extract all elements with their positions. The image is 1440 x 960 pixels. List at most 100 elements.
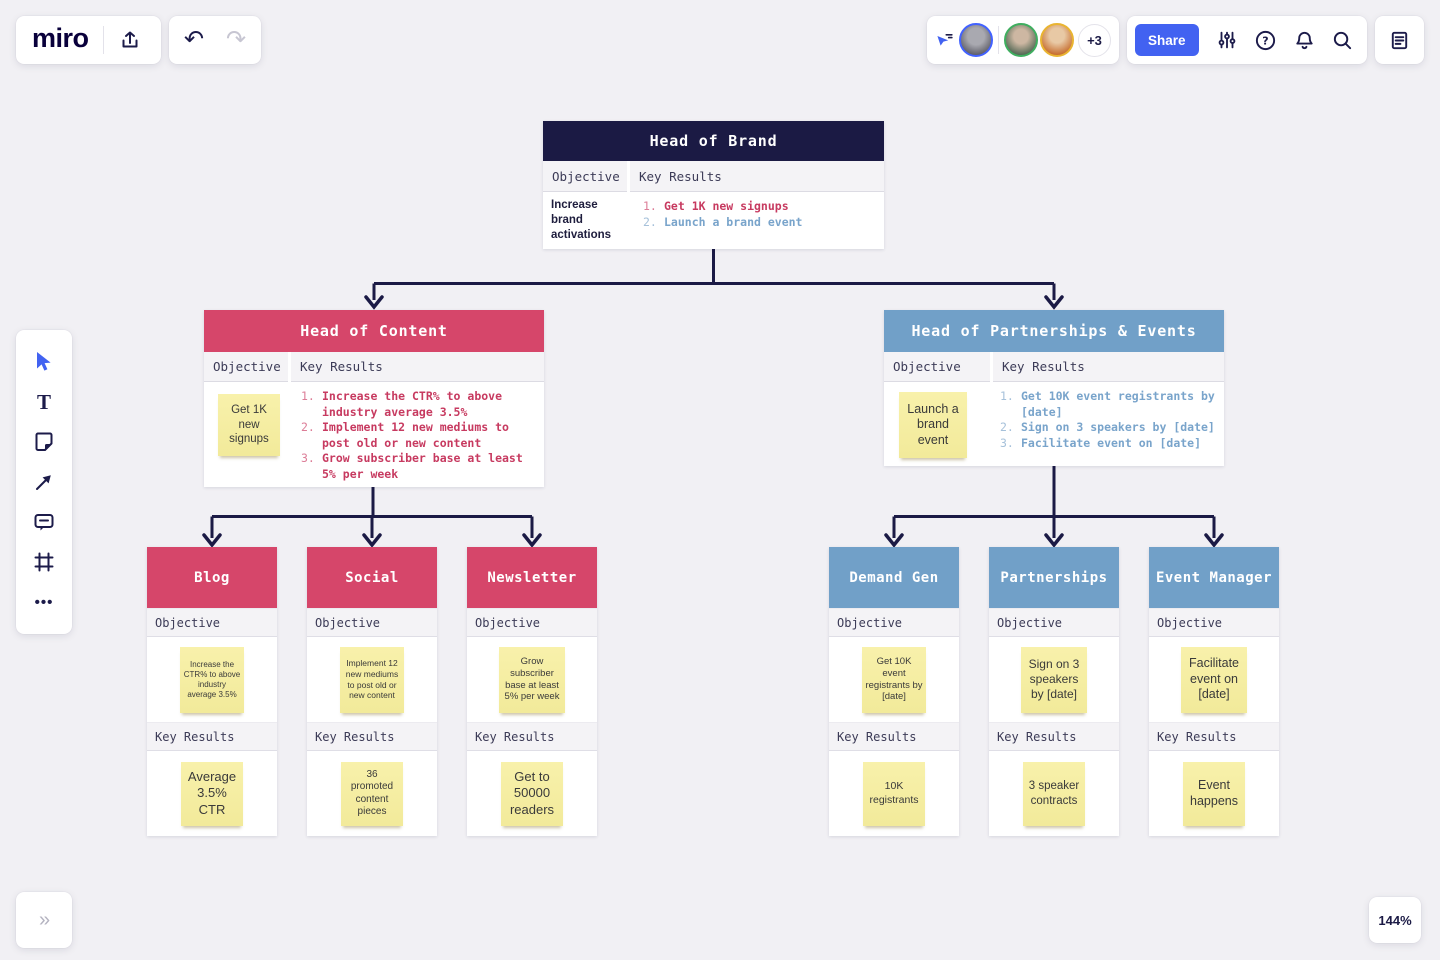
arrow-tool-button[interactable] <box>24 462 64 502</box>
sticky-note[interactable]: Get 10K event registrants by [date] <box>862 646 926 713</box>
card-demand-gen[interactable]: Demand Gen Objective Get 10K event regis… <box>829 547 959 836</box>
expand-sidebar-button[interactable]: » <box>16 892 72 948</box>
bell-icon <box>1295 31 1313 49</box>
comment-tool-button[interactable] <box>24 502 64 542</box>
key-result-item: 2. Sign on 3 speakers by [date] <box>1000 420 1215 434</box>
table-title: Head of Brand <box>649 132 778 150</box>
sticky-note[interactable]: 3 speaker contracts <box>1023 761 1085 826</box>
key-result-item: 2. Implement 12 new mediums to post old … <box>301 420 509 450</box>
upload-icon <box>122 31 138 48</box>
card-title: Event Manager <box>1149 547 1279 608</box>
notes-panel <box>1375 16 1424 64</box>
key-results-label: Key Results <box>147 722 277 751</box>
avatar[interactable] <box>959 23 994 57</box>
ellipsis-icon: ••• <box>34 593 54 611</box>
card-newsletter[interactable]: Newsletter Objective Grow subscriber bas… <box>467 547 597 836</box>
miro-logo[interactable]: miro <box>32 23 89 53</box>
key-results-column-header: Key Results <box>993 352 1224 382</box>
comment-icon <box>34 514 54 531</box>
help-button[interactable]: ? <box>1247 20 1284 60</box>
share-button[interactable]: Share <box>1135 24 1199 56</box>
sticky-note[interactable]: Implement 12 new mediums to post old or … <box>340 646 404 713</box>
divider <box>102 26 104 54</box>
sticky-note[interactable]: Facilitate event on [date] <box>1181 646 1247 713</box>
sticky-note[interactable]: Sign on 3 speakers by [date] <box>1021 646 1087 713</box>
frame-icon <box>34 552 54 572</box>
table-header: Head of Partnerships & Events <box>884 310 1224 352</box>
key-result-item: 1. Get 1K new signups <box>643 199 789 213</box>
objective-label: Objective <box>467 608 597 637</box>
sticky-note[interactable]: 36 promoted content pieces <box>341 761 403 826</box>
objective-label: Objective <box>829 608 959 637</box>
sticky-note[interactable]: Increase the CTR% to above industry aver… <box>180 646 244 713</box>
card-event-manager[interactable]: Event Manager Objective Facilitate event… <box>1149 547 1279 836</box>
sticky-note[interactable]: 10K registrants <box>863 761 925 826</box>
sticky-note[interactable]: Event happens <box>1183 761 1245 826</box>
objective-text: Increase brand activations <box>551 199 612 241</box>
table-header: Head of Brand <box>543 121 884 161</box>
card-title: Demand Gen <box>829 547 959 608</box>
key-result-item: 2. Launch a brand event <box>643 214 803 229</box>
objective-label: Objective <box>989 608 1119 637</box>
key-result-item: 1. Increase the CTR% to above industry a… <box>301 389 503 419</box>
text-tool-button[interactable]: T <box>24 382 64 422</box>
sticky-note[interactable]: Get to 50000 readers <box>501 761 563 826</box>
collaborators-panel: +3 <box>927 16 1119 64</box>
objective-column-header: Objective <box>543 161 627 192</box>
card-partnerships[interactable]: Partnerships Objective Sign on 3 speaker… <box>989 547 1119 836</box>
objective-column-header: Objective <box>204 352 288 382</box>
card-social[interactable]: Social Objective Implement 12 new medium… <box>307 547 437 836</box>
search-icon <box>1334 31 1352 49</box>
creation-toolbar: T ••• <box>16 330 72 634</box>
board-settings-button[interactable] <box>1209 20 1246 60</box>
card-title: Blog <box>147 547 277 608</box>
sticky-note-tool-button[interactable] <box>24 422 64 462</box>
more-tools-button[interactable]: ••• <box>24 582 64 622</box>
undo-button[interactable]: ↶ <box>174 20 214 60</box>
document-icon <box>1391 31 1408 49</box>
sticky-note[interactable]: Grow subscriber base at least 5% per wee… <box>499 646 565 713</box>
arrow-icon <box>36 475 51 490</box>
help-icon: ? <box>1255 30 1276 50</box>
key-results-label: Key Results <box>829 722 959 751</box>
card-title: Newsletter <box>467 547 597 608</box>
select-tool-button[interactable] <box>24 342 64 382</box>
export-button[interactable] <box>110 20 150 60</box>
sticky-note[interactable]: Average 3.5% CTR <box>181 761 243 826</box>
table-head-of-content[interactable]: Head of Content Objective Key Results Ge… <box>204 310 544 487</box>
history-panel: ↶ ↷ <box>169 16 261 64</box>
sticky-note[interactable]: Launch a brand event <box>899 392 967 458</box>
zoom-level-button[interactable]: 144% <box>1369 897 1421 943</box>
sticky-note[interactable]: Get 1K new signups <box>218 394 280 456</box>
table-head-of-brand[interactable]: Head of Brand Objective Key Results Incr… <box>543 121 884 249</box>
svg-text:?: ? <box>1262 34 1268 47</box>
share-panel: Share ? <box>1127 16 1367 64</box>
frame-tool-button[interactable] <box>24 542 64 582</box>
objective-column-header: Objective <box>884 352 990 382</box>
objective-label: Objective <box>307 608 437 637</box>
collaborators-overflow-badge[interactable]: +3 <box>1078 23 1111 57</box>
redo-icon: ↷ <box>225 26 247 53</box>
redo-button[interactable]: ↷ <box>216 20 256 60</box>
notifications-button[interactable] <box>1286 20 1323 60</box>
table-title: Head of Content <box>300 322 448 340</box>
search-button[interactable] <box>1324 20 1361 60</box>
sticky-note-icon <box>35 432 53 451</box>
key-results-label: Key Results <box>467 722 597 751</box>
follow-cursor-icon[interactable] <box>935 27 954 53</box>
table-head-of-partnerships-events[interactable]: Head of Partnerships & Events Objective … <box>884 310 1224 466</box>
column-header-row: Objective Key Results <box>543 161 884 192</box>
objective-label: Objective <box>147 608 277 637</box>
column-header-row: Objective Key Results <box>884 352 1224 382</box>
key-result-item: 3. Facilitate event on [date] <box>1000 435 1202 450</box>
avatar[interactable] <box>1040 23 1074 57</box>
board-notes-button[interactable] <box>1380 20 1420 60</box>
undo-icon: ↶ <box>183 26 205 53</box>
key-result-item: 3. Grow subscriber base at least 5% per … <box>301 451 523 481</box>
cursor-icon <box>37 352 51 371</box>
avatar[interactable] <box>1004 23 1038 57</box>
double-chevron-icon: » <box>38 908 50 931</box>
card-blog[interactable]: Blog Objective Increase the CTR% to abov… <box>147 547 277 836</box>
